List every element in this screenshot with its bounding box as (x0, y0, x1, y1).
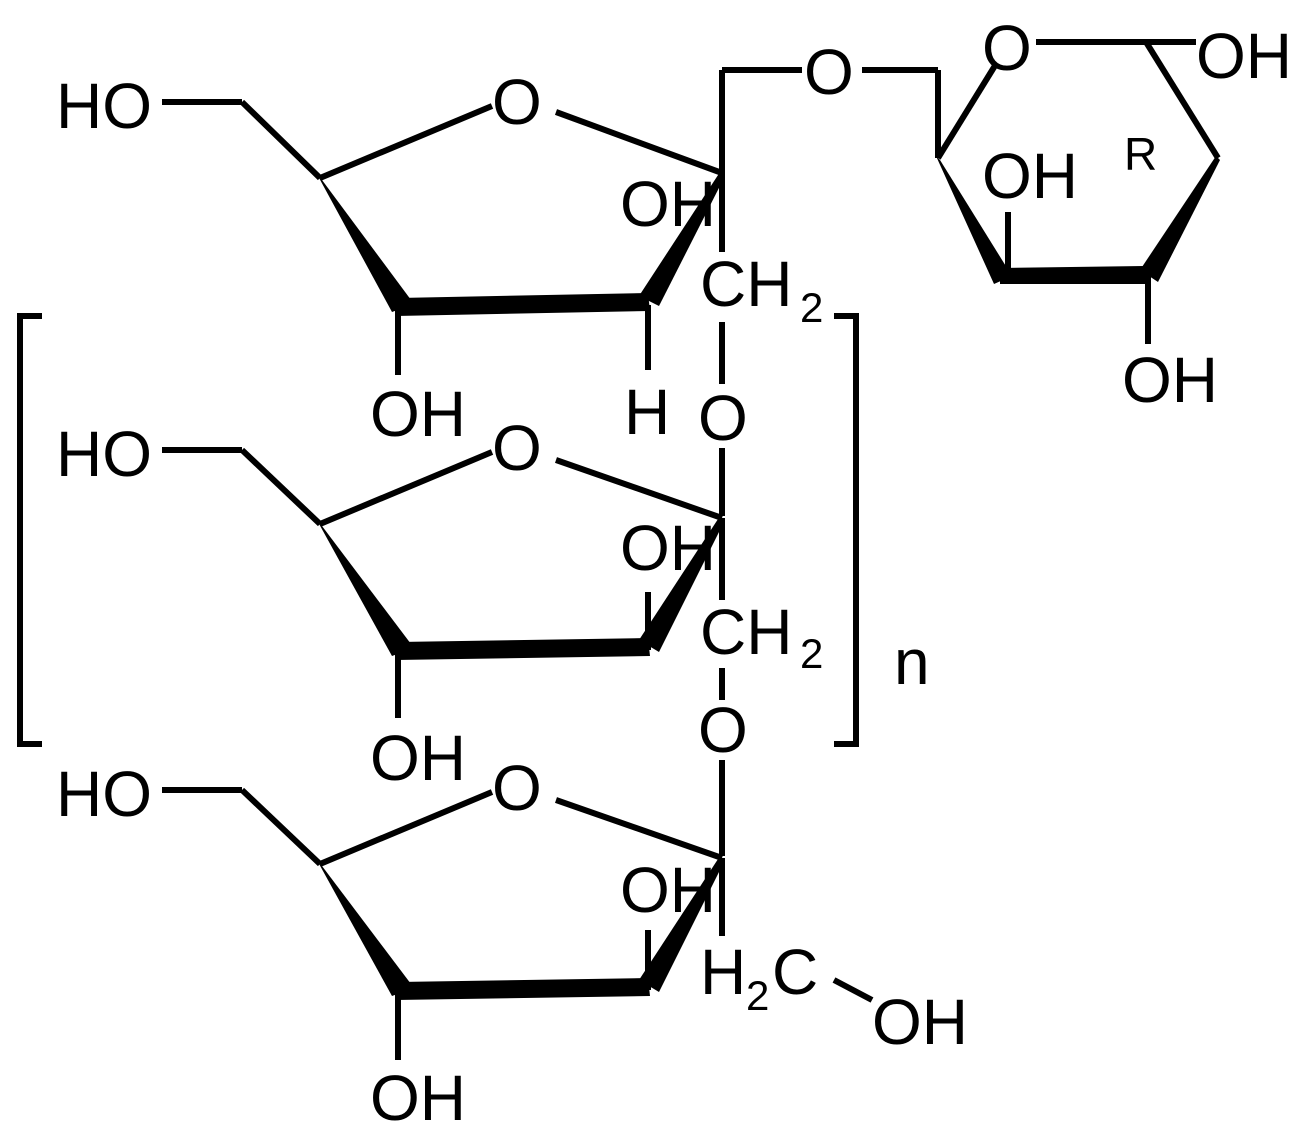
top-ch2-subscript: 2 (800, 284, 823, 331)
repeat-brackets: n (17, 313, 930, 747)
pyranose-c1-oh-label: OH (1196, 20, 1292, 92)
mid-c3-oh-label: OH (370, 722, 466, 794)
pyranose-ring-oxygen: O (982, 12, 1032, 84)
wedge-mid-c4-c3 (318, 522, 414, 656)
bond-bot-ch2-c4 (239, 787, 323, 867)
wedge-top-c3-c2 (396, 293, 650, 316)
bond-top-ch2-c4 (239, 99, 323, 181)
bond-bot-o-c1 (555, 797, 723, 861)
middle-furanose-ring: HO O OH OH CH 2 (56, 412, 823, 794)
bond-top-o-c1 (554, 109, 724, 176)
top-ho-label: HO (56, 70, 152, 142)
left-bracket (17, 313, 42, 747)
bottom-c1-oh-label: OH (620, 854, 716, 926)
mid-c1-oh-label: OH (620, 512, 716, 584)
bond-bot-c4-o (318, 789, 494, 867)
mid-ring-oxygen: O (492, 412, 542, 484)
bottom-h2c-subscript: 2 (746, 972, 769, 1019)
wedge-bot-c3-c2 (396, 978, 650, 1000)
bottom-ch2-oh-label: OH (872, 986, 968, 1058)
bottom-ring-oxygen: O (492, 752, 542, 824)
bond-pyr-c4-o (935, 62, 999, 160)
wedge-pyr-c2b-c2 (1140, 156, 1220, 282)
bottom-c3-oh-label: OH (370, 1062, 466, 1134)
wedge-bot-c2-c1 (639, 856, 724, 992)
backbone-link-bottom: O (698, 668, 748, 856)
wedge-pyr-c4-c3 (936, 156, 1012, 284)
pyranose-r-label: R (1124, 128, 1157, 180)
wedge-bot-c4-c3 (318, 862, 414, 996)
mid-ch2-subscript: 2 (800, 630, 823, 677)
mid-link-oxygen: O (698, 382, 748, 454)
bottom-ho-label: HO (56, 758, 152, 830)
bond-pyr-c1-c2 (1143, 40, 1221, 160)
link-oxygen: O (804, 36, 854, 108)
bond-mid-o-c1 (555, 457, 723, 521)
right-bracket (834, 313, 859, 747)
pyranose-c2-oh-label: OH (1122, 344, 1218, 416)
mid-ho-label: HO (56, 418, 152, 490)
backbone-link-top: O (698, 322, 748, 516)
pyranose-c3-oh-label: OH (982, 140, 1078, 212)
bottom-h2c-c-label: C (772, 936, 818, 1008)
bond-bot-ch2-oh (832, 977, 874, 1003)
wedge-top-c4-c3 (318, 176, 414, 312)
top-c3-oh-label: OH (370, 378, 466, 450)
top-ch2-label: CH (700, 248, 792, 320)
bottom-h2c-h-label: H (700, 936, 746, 1008)
wedge-mid-c2-c1 (639, 516, 724, 652)
bond-mid-ch2-c4 (239, 447, 323, 527)
pyranose-ring: O OH R OH OH (935, 12, 1292, 416)
bond-mid-c4-o (318, 449, 494, 527)
bottom-furanose-ring: HO O OH OH H 2 C OH (56, 752, 968, 1134)
top-furanose-ring: HO O OH OH H CH 2 (56, 66, 823, 450)
mid-ch2-label: CH (700, 596, 792, 668)
top-ring-oxygen: O (492, 66, 542, 138)
top-c2-h-label: H (624, 376, 670, 448)
wedge-pyr-c3-c2b (1000, 266, 1150, 284)
bottom-link-oxygen: O (698, 694, 748, 766)
repeat-count-n: n (894, 626, 930, 698)
glycosidic-link: O (722, 36, 938, 108)
bond-top-c4-o (318, 103, 494, 181)
wedge-mid-c3-c2 (396, 638, 650, 660)
wedge-top-c2-c1 (639, 172, 724, 306)
top-c1-oh-label: OH (620, 168, 716, 240)
